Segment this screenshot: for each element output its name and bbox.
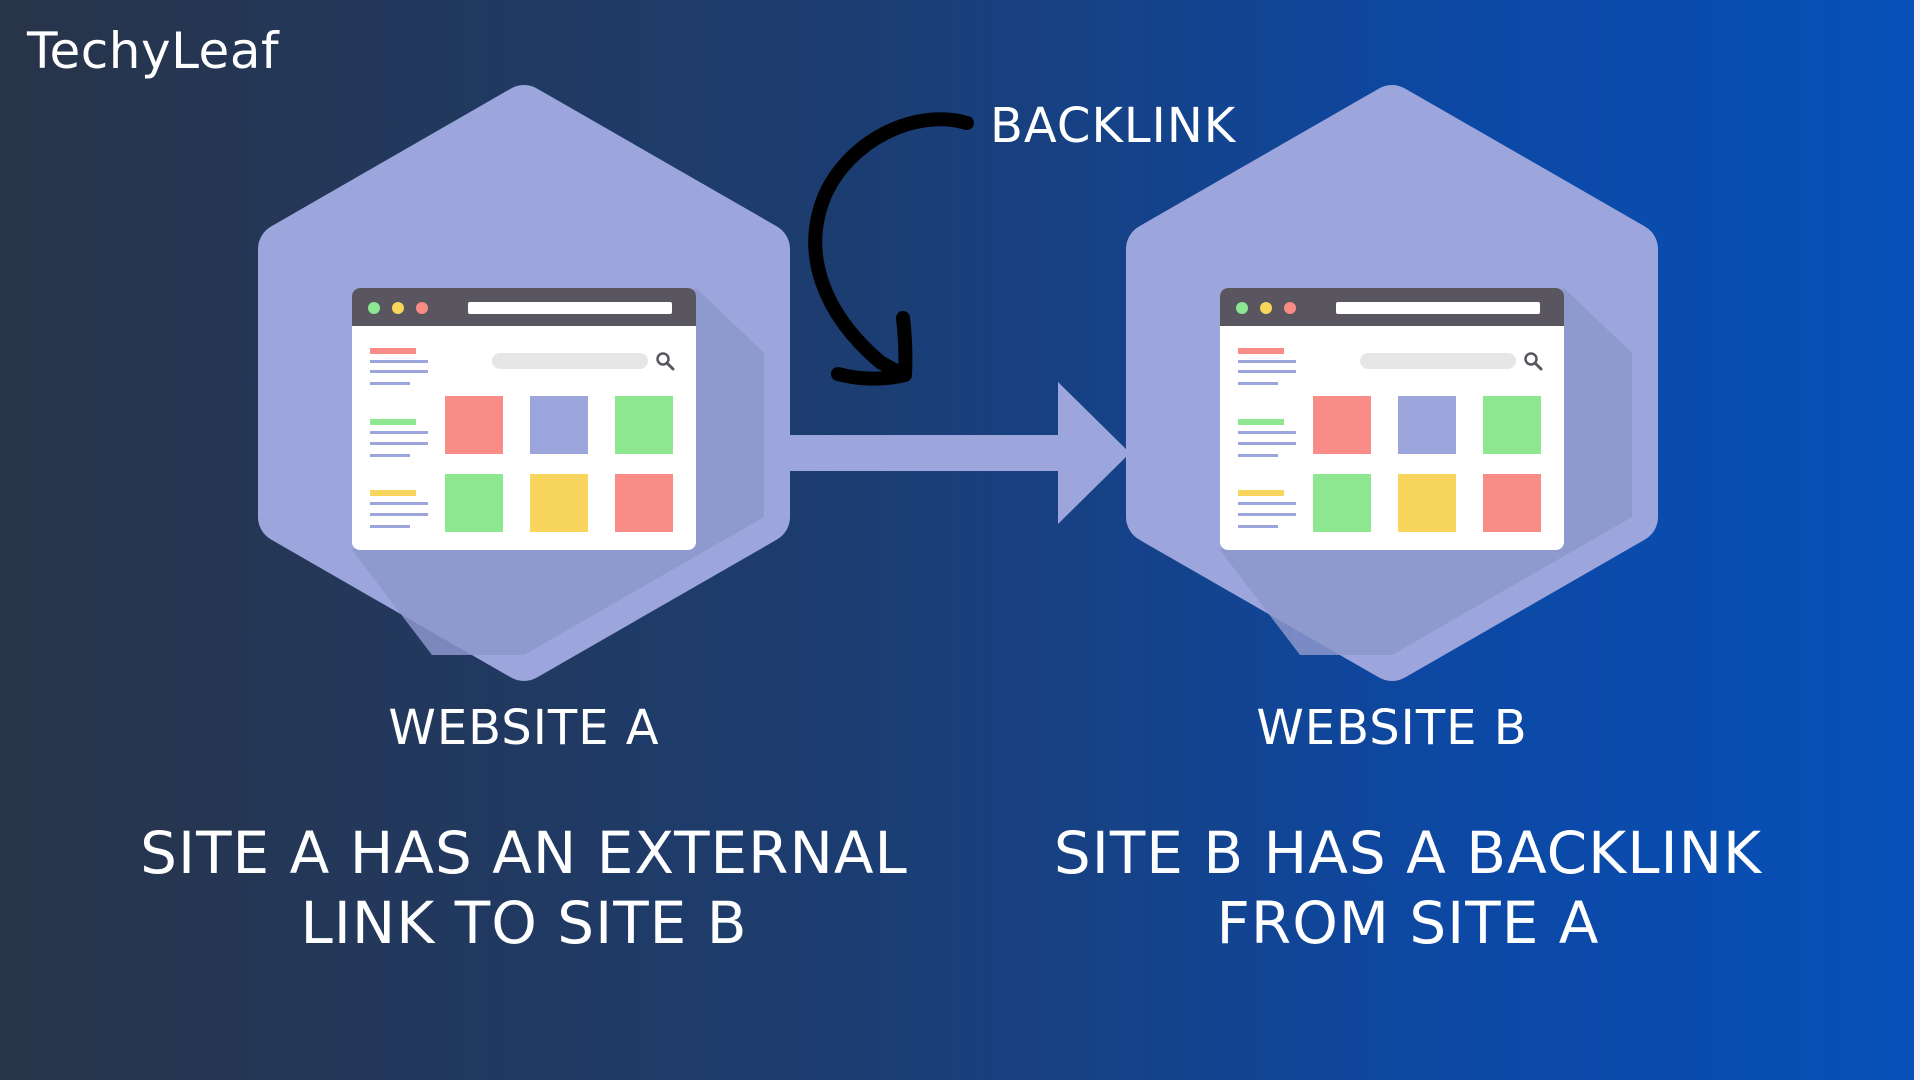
website-a-description: SITE A HAS AN EXTERNAL LINK TO SITE B (84, 818, 964, 958)
website-b-description-line-1: SITE B HAS A BACKLINK (1053, 819, 1763, 887)
website-a-description-line-1: SITE A HAS AN EXTERNAL (140, 819, 908, 887)
curved-arrow-icon (808, 112, 974, 386)
website-a-label: WEBSITE A (388, 700, 660, 756)
website-b-description-line-2: FROM SITE A (1216, 889, 1600, 957)
website-b-badge (1152, 111, 1632, 655)
right-arrow-icon (790, 382, 1130, 524)
frame-edge (1914, 0, 1920, 1080)
backlink-label: BACKLINK (990, 98, 1237, 154)
website-b-label: WEBSITE B (1256, 700, 1528, 756)
website-a-badge (284, 111, 764, 655)
website-a-description-line-2: LINK TO SITE B (300, 889, 748, 957)
website-b-description: SITE B HAS A BACKLINK FROM SITE A (968, 818, 1848, 958)
brand-logo: TechyLeaf (27, 22, 280, 80)
